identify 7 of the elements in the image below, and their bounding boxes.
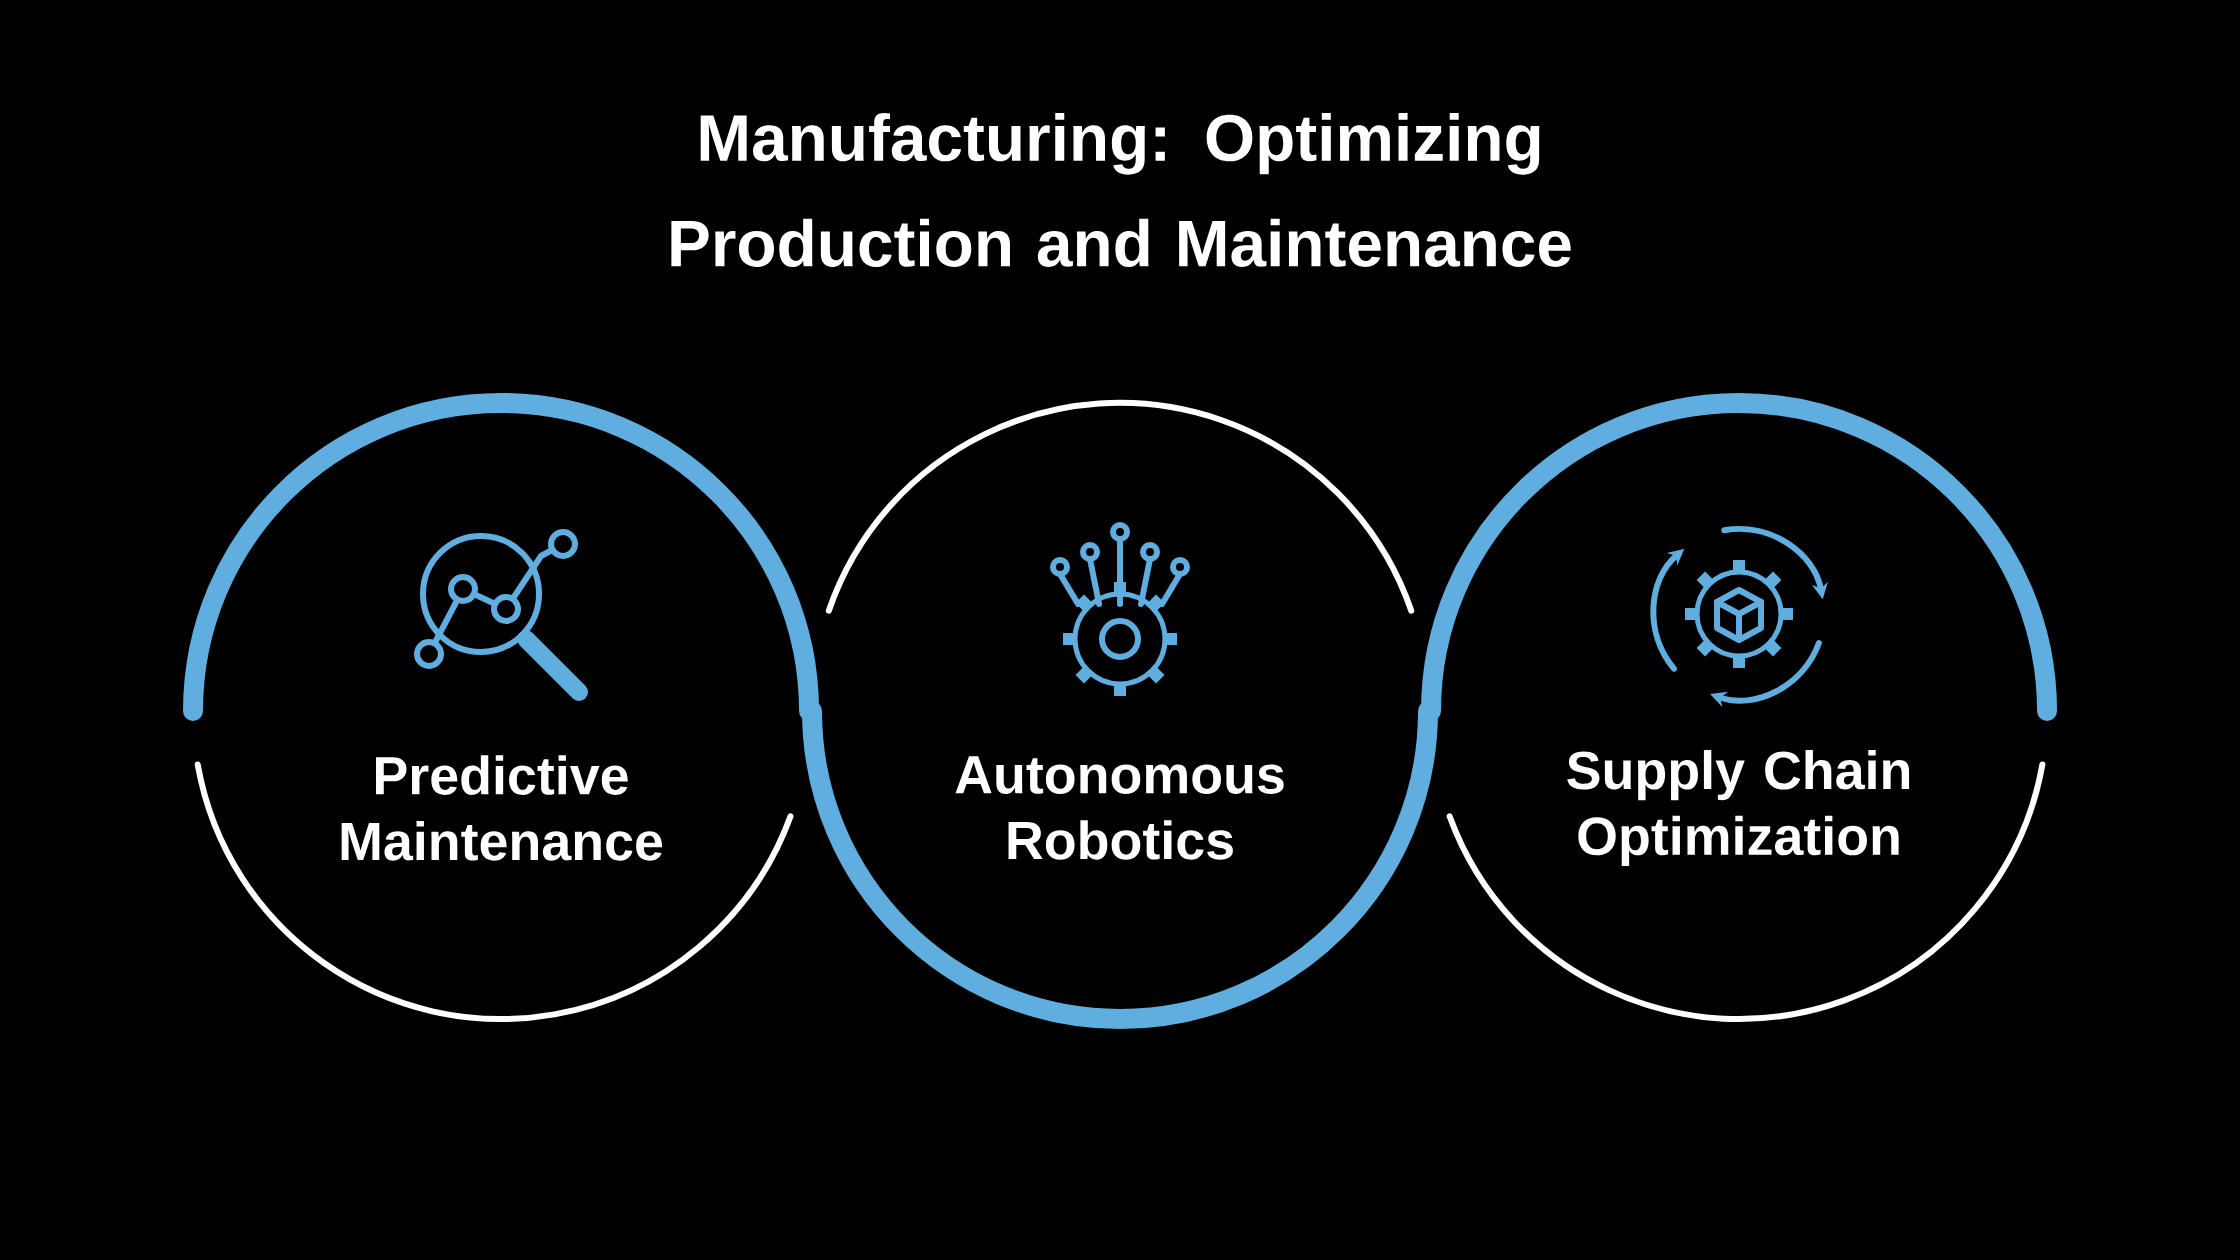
ring <box>1421 393 2058 1022</box>
node-label: Predictive Maintenance <box>341 755 663 861</box>
node-label: Supply Chain Optimization <box>1567 750 1910 866</box>
ring <box>183 393 819 1022</box>
node-label: Autonomous Robotics <box>955 756 1284 860</box>
title: Manufacturing: Optimizing Production and Maintenance <box>671 113 1571 267</box>
ring <box>802 400 1439 1029</box>
